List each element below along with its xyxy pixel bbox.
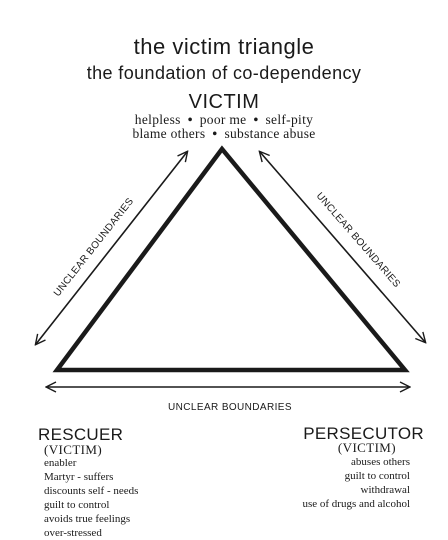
persecutor-trait: abuses others [351, 456, 410, 468]
victim-title: VICTIM [188, 91, 260, 113]
rescuer-trait: over-stressed [44, 527, 102, 539]
rescuer-trait: discounts self - needs [44, 485, 139, 497]
persecutor-traits-list: abuses others guilt to control withdrawa… [302, 455, 410, 511]
persecutor-trait: use of drugs and alcohol [302, 498, 410, 510]
bullet-dot: • [187, 112, 193, 127]
bottom-edge-label: UNCLEAR BOUNDARIES [168, 402, 292, 413]
persecutor-trait: withdrawal [360, 484, 410, 496]
diagram-subtitle: the foundation of co-dependency [86, 63, 362, 83]
rescuer-title: RESCUER [38, 425, 124, 444]
bullet-dot: • [212, 126, 218, 141]
rescuer-trait: avoids true feelings [44, 513, 131, 525]
victim-triangle-diagram: UNCLEAR BOUNDARIES UNCLEAR BOUNDARIES UN… [0, 145, 448, 413]
rescuer-subtitle: (VICTIM) [44, 442, 103, 457]
victim-traits-line-2: blame others • substance abuse [0, 126, 448, 142]
persecutor-subtitle: (VICTIM) [337, 440, 396, 455]
left-double-arrow [36, 152, 187, 344]
victim-trait: blame others [132, 126, 206, 141]
rescuer-trait: Martyr - suffers [44, 471, 114, 483]
persecutor-trait: guilt to control [344, 470, 410, 482]
bullet-dot: • [253, 112, 259, 127]
persecutor-title: PERSECUTOR [303, 424, 424, 443]
rescuer-trait: guilt to control [44, 499, 110, 511]
diagram-title: the victim triangle [133, 34, 315, 59]
right-double-arrow [260, 152, 425, 342]
victim-trait: poor me [199, 112, 247, 127]
victim-trait: self-pity [265, 112, 314, 127]
rescuer-traits-list: enabler Martyr - suffers discounts self … [44, 456, 138, 540]
victim-trait: helpless [134, 112, 181, 127]
victim-trait: substance abuse [224, 126, 316, 141]
rescuer-trait: enabler [44, 457, 77, 469]
victim-traits-line-1: helpless • poor me • self-pity [0, 112, 448, 128]
